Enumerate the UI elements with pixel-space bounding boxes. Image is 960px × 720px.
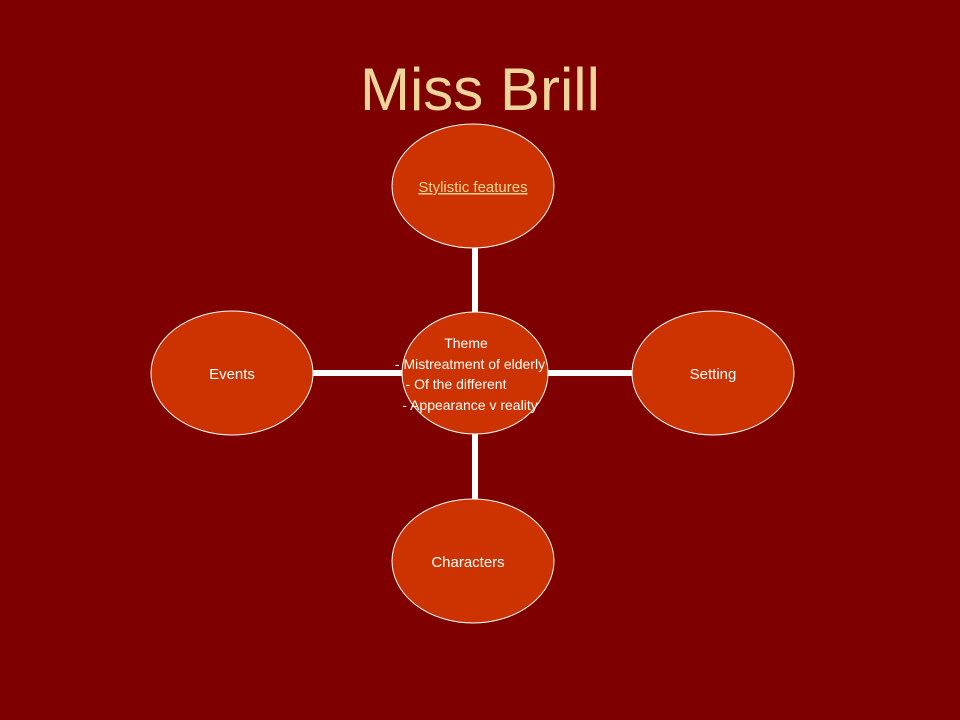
node-stylistic-features[interactable]: Stylistic features [391, 123, 555, 249]
events-label: Events [209, 366, 255, 383]
theme-heading: Theme [444, 335, 488, 351]
stylistic-features-link[interactable]: Stylistic features [418, 179, 527, 196]
characters-label: Characters [431, 554, 504, 571]
theme-item-appearance: - Appearance v reality [402, 397, 537, 413]
setting-label: Setting [690, 366, 737, 383]
theme-item-mistreatment: - Mistreatment of elderly [395, 356, 545, 372]
node-theme: Theme - Mistreatment of elderly - Of the… [395, 311, 549, 435]
node-events: Events [150, 310, 314, 436]
theme-item-different: - Of the different [406, 376, 507, 392]
node-setting: Setting [631, 310, 795, 436]
node-characters: Characters [391, 498, 555, 624]
slide-title: Miss Brill [360, 56, 600, 123]
